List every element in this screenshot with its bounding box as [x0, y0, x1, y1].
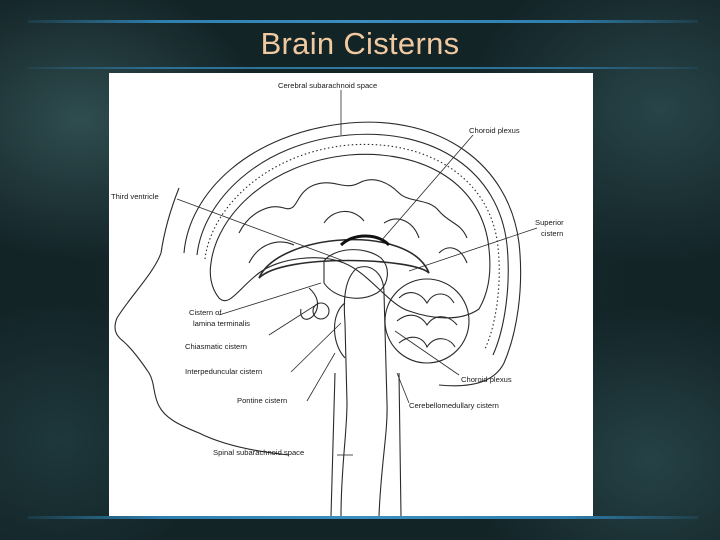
pons-bulge [334, 302, 346, 359]
choroid-plexus-arc [339, 234, 391, 247]
corpus-callosum [258, 238, 430, 279]
cerebrum-outline [209, 153, 491, 319]
bottom-rule [28, 516, 698, 519]
leader-cistern-lamina [218, 282, 322, 316]
pituitary-region [300, 287, 319, 320]
leader-chiasmatic [268, 302, 320, 336]
head-profile-outline [114, 187, 290, 456]
label-interpeduncular-cistern: Interpeduncular cistern [185, 367, 262, 376]
label-third-ventricle: Third ventricle [111, 192, 159, 201]
cerebellum-folia [396, 292, 458, 349]
leader-third-ventricle [176, 198, 345, 262]
slide-title: Brain Cisterns [260, 26, 460, 61]
brainstem-inner [340, 267, 358, 516]
leader-choroid-plexus-upper [380, 134, 474, 242]
gyri-lines-2 [248, 210, 468, 264]
label-chiasmatic-cistern: Chiasmatic cistern [185, 342, 247, 351]
label-choroid-plexus-upper: Choroid plexus [469, 126, 520, 135]
leader-choroid-plexus-lower [394, 330, 460, 376]
label-cerebral-subarachnoid-space: Cerebral subarachnoid space [278, 81, 377, 90]
cerebellum-outline [384, 278, 470, 364]
skull-outer-outline [183, 121, 522, 387]
label-superior-cistern-line2: cistern [541, 229, 563, 238]
thalamus-region [323, 249, 388, 299]
brainstem-outline [356, 266, 388, 516]
leader-interpeduncular [290, 322, 342, 373]
brain-sagittal-diagram: Cerebral subarachnoid space Choroid plex… [111, 81, 564, 516]
skull-inner-outline [196, 133, 509, 356]
spinal-canal-outer [330, 372, 402, 516]
label-choroid-plexus-lower: Choroid plexus [461, 375, 512, 384]
brain-diagram-figure: Cerebral subarachnoid space Choroid plex… [109, 73, 593, 516]
title-underline-rule [28, 67, 698, 69]
label-cistern-of-lamina-line1: Cistern of [189, 308, 222, 317]
leader-superior-cistern [408, 227, 538, 272]
label-cistern-of-lamina-line2: lamina terminalis [193, 319, 250, 328]
optic-chiasm [312, 302, 330, 320]
label-cerebellomedullary-cistern: Cerebellomedullary cistern [409, 401, 499, 410]
label-superior-cistern-line1: Superior [535, 218, 564, 227]
label-spinal-subarachnoid-space: Spinal subarachnoid space [213, 448, 304, 457]
top-rule [28, 20, 698, 23]
gyri-lines [238, 179, 468, 239]
leader-pontine [306, 352, 336, 402]
label-pontine-cistern: Pontine cistern [237, 396, 287, 405]
leader-cerebellomedullary [396, 372, 410, 404]
